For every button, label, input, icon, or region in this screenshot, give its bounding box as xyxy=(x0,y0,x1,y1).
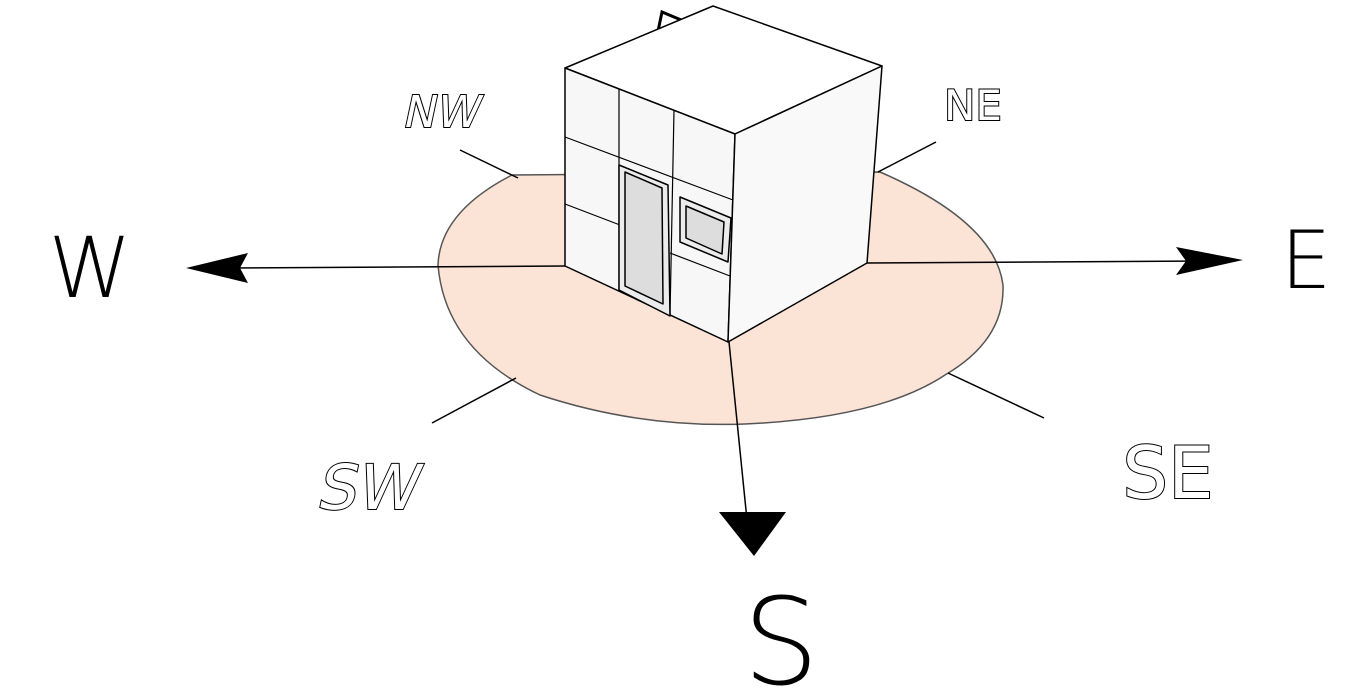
building-side-wall xyxy=(727,65,883,343)
panel-line-v2 xyxy=(669,109,675,317)
south-label: S xyxy=(743,574,819,698)
southwest-label: SW xyxy=(313,452,429,524)
tick-southwest xyxy=(431,377,517,424)
northwest-label: NW xyxy=(399,87,486,137)
south-arrow-head xyxy=(719,512,786,556)
east-arrow-line xyxy=(866,260,1206,264)
tick-southeast xyxy=(947,372,1045,419)
southeast-label: SE xyxy=(1122,431,1213,515)
east-arrow-head xyxy=(1176,247,1243,275)
tick-northeast xyxy=(877,141,937,173)
east-label: E xyxy=(1281,214,1332,307)
west-label: W xyxy=(48,219,131,317)
south-arrow-line xyxy=(728,341,748,521)
west-arrow-head xyxy=(186,253,248,283)
panel-line-h2 xyxy=(564,203,621,226)
west-arrow-line xyxy=(229,265,566,269)
panel-line-h3 xyxy=(669,252,731,277)
building-door xyxy=(624,171,664,305)
tick-northwest xyxy=(459,149,519,179)
building-window xyxy=(685,205,725,255)
building xyxy=(564,5,883,343)
panel-line-h1 xyxy=(564,136,734,201)
northeast-label: NE xyxy=(944,81,1002,130)
